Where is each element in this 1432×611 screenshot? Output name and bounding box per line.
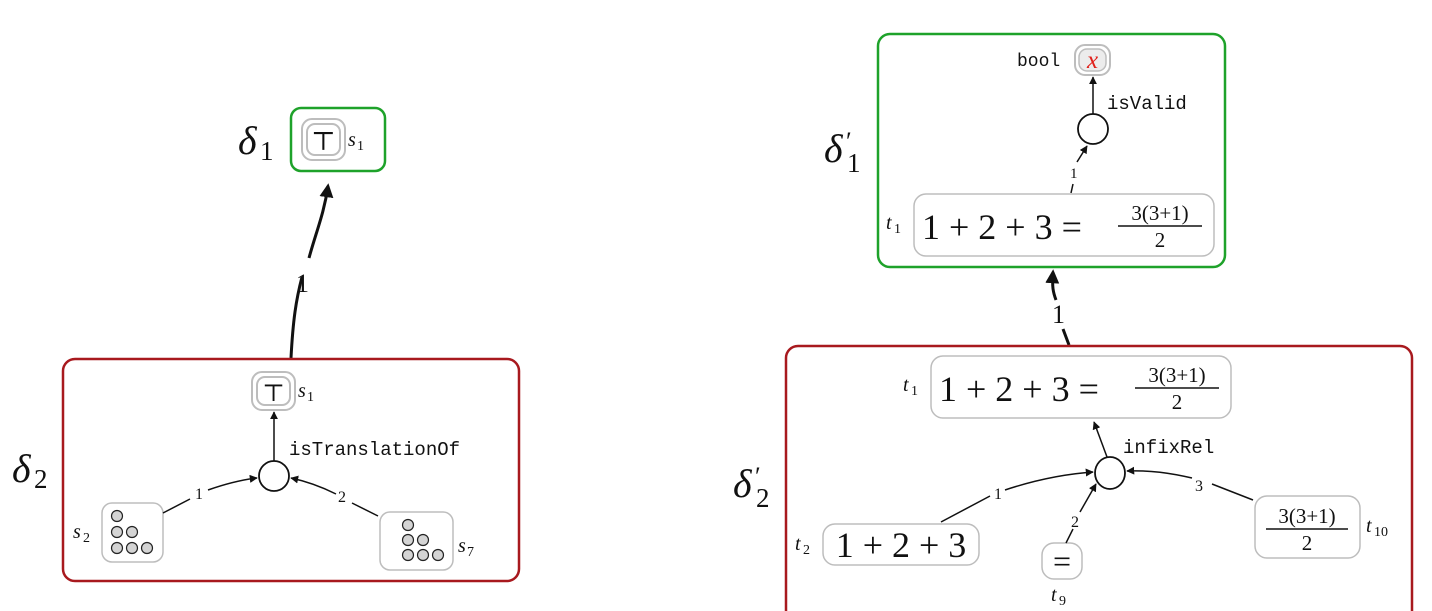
svg-text:t: t [1366, 515, 1372, 537]
dot-triangle-icon [401, 518, 445, 562]
edge-label-infix-1: 1 [994, 486, 1002, 503]
delta2-prime-label: δ ′ 2 [733, 461, 770, 513]
edge-t10-to-infixrel [1211, 483, 1254, 501]
svg-text:t: t [1051, 584, 1057, 606]
svg-text:9: 9 [1059, 594, 1066, 609]
inner-target-glyph: ⊤ [262, 379, 285, 407]
term-label-t2: t 2 [795, 533, 810, 558]
source-label-s7: s 7 [458, 535, 474, 560]
term-label-t10: t 10 [1366, 515, 1388, 540]
relation-label-isvalid: isValid [1107, 93, 1187, 115]
edge-t9-to-infixrel [1065, 528, 1074, 544]
edge-label-2: 2 [338, 489, 346, 506]
edge-label-isvalid-1: 1 [1070, 166, 1078, 182]
svg-text:1: 1 [357, 139, 364, 154]
svg-text:′: ′ [846, 127, 852, 156]
inner-target-node[interactable]: ⊤ [251, 371, 296, 411]
source-label-s2: s 2 [73, 521, 90, 546]
relation-label-istranslationof: isTranslationOf [289, 439, 460, 461]
svg-text:=: = [1053, 543, 1071, 579]
source-node-s7[interactable] [379, 511, 454, 571]
svg-text:δ: δ [238, 118, 258, 163]
relation-node-infixrel[interactable] [1094, 456, 1126, 490]
svg-text:1: 1 [911, 384, 918, 399]
edge-s2-to-relation [162, 498, 191, 514]
delta1-box[interactable] [289, 106, 387, 173]
svg-text:1: 1 [260, 136, 274, 166]
svg-text:3(3+1): 3(3+1) [1131, 201, 1188, 225]
term-node-t1-top[interactable]: 1 + 2 + 3 = 3(3+1) 2 [913, 193, 1215, 257]
svg-text:t: t [795, 533, 801, 555]
top-node-label: s 1 [348, 129, 364, 154]
top-node[interactable]: ⊤ [301, 118, 346, 161]
left-diagram: δ 1 ⊤ s 1 1 δ 2 ⊤ s [12, 106, 521, 583]
delta2-label: δ 2 [12, 446, 48, 494]
term-label-t1-top: t 1 [886, 212, 901, 237]
edge-s7-to-relation [351, 502, 379, 517]
svg-text:s: s [298, 380, 306, 402]
dot-triangle-icon [110, 509, 154, 555]
edge-label-infix-3: 3 [1195, 478, 1203, 495]
delta1-prime-label: δ ′ 1 [824, 126, 861, 178]
link-delta2p-to-delta1p [1061, 328, 1071, 346]
term-label-t9: t 9 [1051, 584, 1066, 609]
svg-text:2: 2 [1155, 228, 1166, 252]
type-label-bool: bool [1017, 52, 1060, 72]
edge-t2-to-infixrel [940, 495, 991, 523]
svg-text:t: t [903, 374, 909, 396]
svg-text:s: s [458, 535, 466, 557]
svg-text:3(3+1): 3(3+1) [1148, 363, 1205, 387]
svg-text:1 + 2 + 3 =: 1 + 2 + 3 = [922, 207, 1082, 247]
term-node-t1-inner[interactable]: 1 + 2 + 3 = 3(3+1) 2 [930, 355, 1232, 419]
svg-text:7: 7 [467, 545, 474, 560]
edge-t1-to-isvalid [1070, 183, 1074, 194]
term-label-t1-inner: t 1 [903, 374, 918, 399]
svg-text:s: s [73, 521, 81, 543]
svg-text:2: 2 [83, 531, 90, 546]
variable-x: x [1086, 47, 1098, 74]
right-diagram: δ ′ 1 bool x isValid 1 1 + 2 + 3 = 3(3+1… [733, 32, 1414, 611]
term-node-t2[interactable]: 1 + 2 + 3 [822, 523, 980, 566]
svg-text:t: t [886, 212, 892, 234]
svg-text:2: 2 [1172, 390, 1183, 414]
svg-text:1: 1 [847, 148, 861, 178]
relation-node-istranslationof[interactable] [258, 460, 290, 492]
term-node-t10[interactable]: 3(3+1) 2 [1254, 495, 1361, 559]
svg-text:2: 2 [1302, 531, 1313, 555]
svg-text:δ: δ [12, 446, 32, 491]
delta2-box[interactable] [61, 357, 521, 583]
term-node-t9[interactable]: = [1041, 542, 1083, 580]
link-delta2-to-delta1 [289, 276, 304, 359]
relation-label-infixrel: infixRel [1123, 437, 1214, 459]
edge-label-1: 1 [195, 486, 203, 503]
svg-text:δ: δ [824, 126, 844, 171]
svg-text:1 + 2 + 3: 1 + 2 + 3 [836, 525, 967, 565]
svg-text:2: 2 [756, 483, 770, 513]
variable-node-x[interactable]: x [1074, 44, 1111, 76]
link-label-left: 1 [296, 269, 309, 298]
svg-text:2: 2 [34, 464, 48, 494]
delta1-label: δ 1 [238, 118, 274, 166]
edge-label-infix-2: 2 [1071, 514, 1079, 531]
delta2-prime-box[interactable] [784, 344, 1414, 611]
link-label-right: 1 [1052, 300, 1065, 329]
svg-text:3(3+1): 3(3+1) [1278, 504, 1335, 528]
delta1-prime-box[interactable] [876, 32, 1227, 269]
svg-text:1: 1 [894, 222, 901, 237]
svg-text:′: ′ [755, 462, 761, 491]
svg-text:10: 10 [1374, 525, 1388, 540]
svg-text:1 + 2 + 3 =: 1 + 2 + 3 = [939, 369, 1099, 409]
svg-text:δ: δ [733, 461, 753, 506]
relation-node-isvalid[interactable] [1077, 113, 1109, 145]
inner-target-label: s 1 [298, 380, 314, 405]
edge-infixrel-to-t1 [1092, 421, 1108, 458]
svg-text:1: 1 [307, 390, 314, 405]
source-node-s2[interactable] [101, 502, 164, 563]
svg-text:2: 2 [803, 543, 810, 558]
top-glyph: ⊤ [311, 127, 335, 157]
svg-text:s: s [348, 129, 356, 151]
